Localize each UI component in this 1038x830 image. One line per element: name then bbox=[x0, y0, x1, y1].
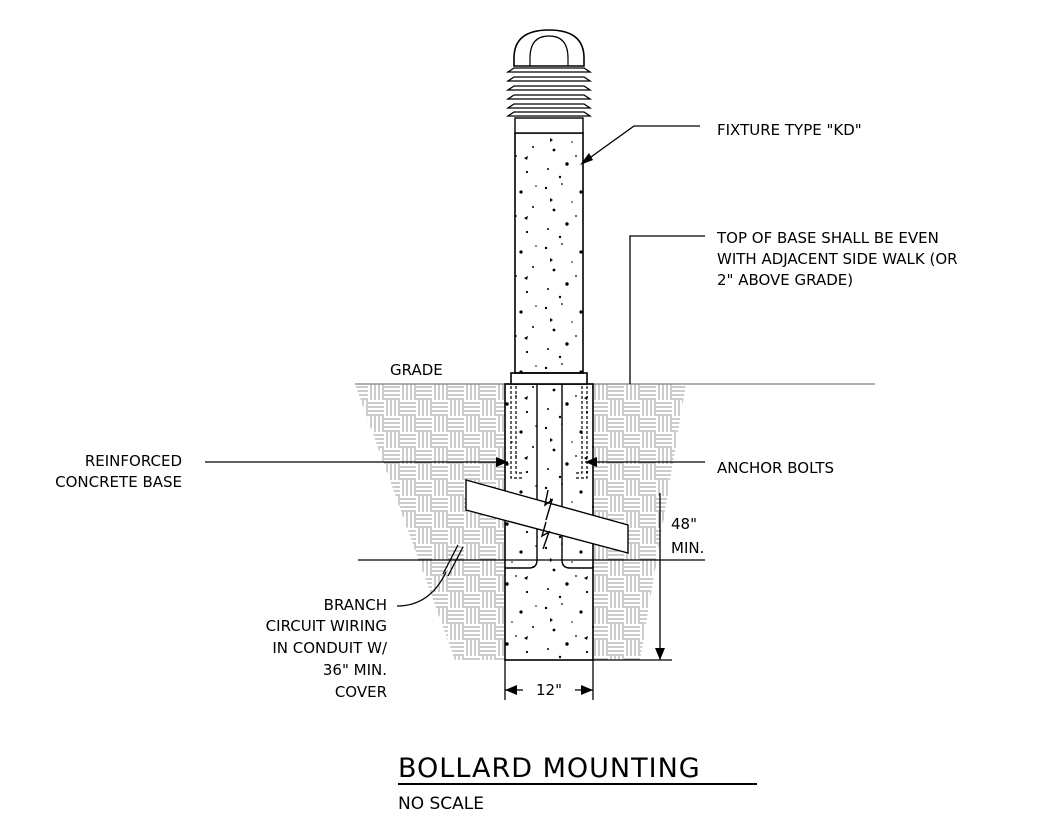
branch-circuit-label-5: COVER bbox=[335, 683, 387, 701]
branch-circuit-label-3: IN CONDUIT W/ bbox=[272, 639, 388, 657]
fixture-type-label: FIXTURE TYPE "KD" bbox=[717, 121, 862, 139]
width-label: 12" bbox=[536, 681, 562, 699]
depth-label-2: MIN. bbox=[671, 539, 704, 557]
reinforced-base-label-1: REINFORCED bbox=[85, 452, 182, 470]
anchor-bolts-arrow bbox=[585, 457, 597, 467]
branch-circuit-label-2: CIRCUIT WIRING bbox=[266, 617, 387, 635]
fixture-leader-arrow bbox=[580, 153, 593, 165]
anchor-bolt-left bbox=[510, 386, 522, 479]
bollard-dome bbox=[513, 29, 585, 67]
branch-circuit-label-4: 36" MIN. bbox=[323, 661, 387, 679]
bollard-collar bbox=[514, 117, 584, 134]
depth-dimension-arrow bbox=[655, 648, 665, 660]
width-arrow-right bbox=[581, 685, 593, 695]
top-of-base-label-2: WITH ADJACENT SIDE WALK (OR bbox=[717, 250, 958, 268]
top-of-base-label-3: 2" ABOVE GRADE) bbox=[717, 271, 853, 289]
reinforced-base-arrow bbox=[496, 457, 508, 467]
reinforced-base-label-2: CONCRETE BASE bbox=[55, 473, 182, 491]
bollard-base-plate bbox=[510, 372, 588, 385]
branch-circuit-leader bbox=[396, 571, 447, 607]
width-arrow-left bbox=[505, 685, 517, 695]
depth-label-1: 48" bbox=[671, 515, 697, 533]
branch-circuit-conduit-symbol bbox=[442, 544, 464, 577]
anchor-bolt-right bbox=[576, 386, 588, 479]
branch-circuit-label-1: BRANCH bbox=[324, 596, 387, 614]
top-of-base-leader bbox=[629, 235, 705, 384]
soil-backfill bbox=[355, 384, 686, 660]
bollard-louvres bbox=[505, 67, 593, 117]
break-line-symbol bbox=[540, 489, 554, 550]
anchor-bolts-label: ANCHOR BOLTS bbox=[717, 459, 834, 477]
bollard-pole bbox=[514, 132, 584, 374]
top-of-base-label-1: TOP OF BASE SHALL BE EVEN bbox=[716, 229, 939, 247]
fixture-leader bbox=[583, 125, 700, 163]
scale-note: NO SCALE bbox=[398, 794, 484, 814]
bollard-dome-inner bbox=[529, 35, 569, 66]
grade-label: GRADE bbox=[390, 361, 443, 379]
drawing-title: BOLLARD MOUNTING bbox=[398, 753, 701, 784]
